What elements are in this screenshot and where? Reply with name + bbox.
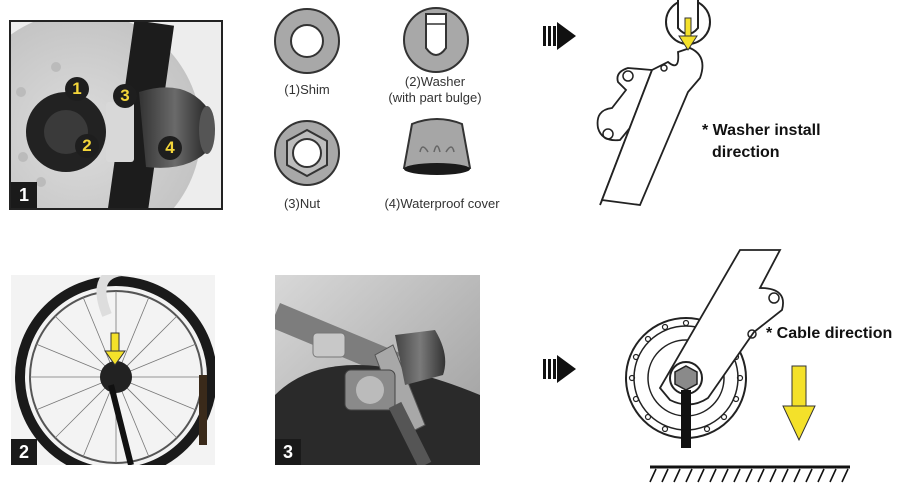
callout-3: 3: [113, 84, 137, 108]
cover-label: (4)Waterproof cover: [384, 196, 500, 211]
wheel-illustration: [11, 275, 215, 465]
play-arrow-icon: [543, 355, 576, 383]
cable-direction-diagram: [625, 249, 850, 483]
play-arrow-icon: [543, 22, 576, 50]
step-3-photo: 3: [275, 275, 480, 465]
step-1-photo: 1 2 3 4 1: [9, 20, 223, 210]
hub-closeup-illustration: [11, 22, 221, 208]
shim-label: (1)Shim: [284, 82, 330, 97]
washer-label-line2: (with part bulge): [388, 90, 482, 105]
nut-label: (3)Nut: [283, 196, 321, 211]
washer-label-line1: (2)Washer: [404, 74, 466, 89]
down-arrow-icon: [782, 365, 816, 442]
step-2-badge: 2: [11, 439, 37, 465]
axle-closeup-illustration: [275, 275, 480, 465]
step-1-badge: 1: [11, 182, 37, 208]
callout-4: 4: [158, 136, 182, 160]
down-arrow-icon: [678, 17, 698, 51]
washer-note: * Washer install direction: [702, 120, 902, 164]
step-2-photo: 2: [11, 275, 215, 465]
washer-direction-diagram: [596, 0, 711, 206]
shim-icon: [274, 8, 340, 74]
washer-note-line1: * Washer install: [702, 122, 821, 139]
washer-label: (2)Washer (with part bulge): [370, 74, 500, 106]
washer-note-line2: direction: [712, 144, 780, 161]
step-3-badge: 3: [275, 439, 301, 465]
callout-1: 1: [65, 77, 89, 101]
waterproof-cover-icon: [402, 118, 472, 175]
nut-icon: [274, 120, 340, 186]
down-arrow-icon: [104, 332, 126, 366]
cable-note: * Cable direction: [766, 325, 893, 342]
callout-2: 2: [75, 134, 99, 158]
washer-icon: [403, 7, 469, 73]
